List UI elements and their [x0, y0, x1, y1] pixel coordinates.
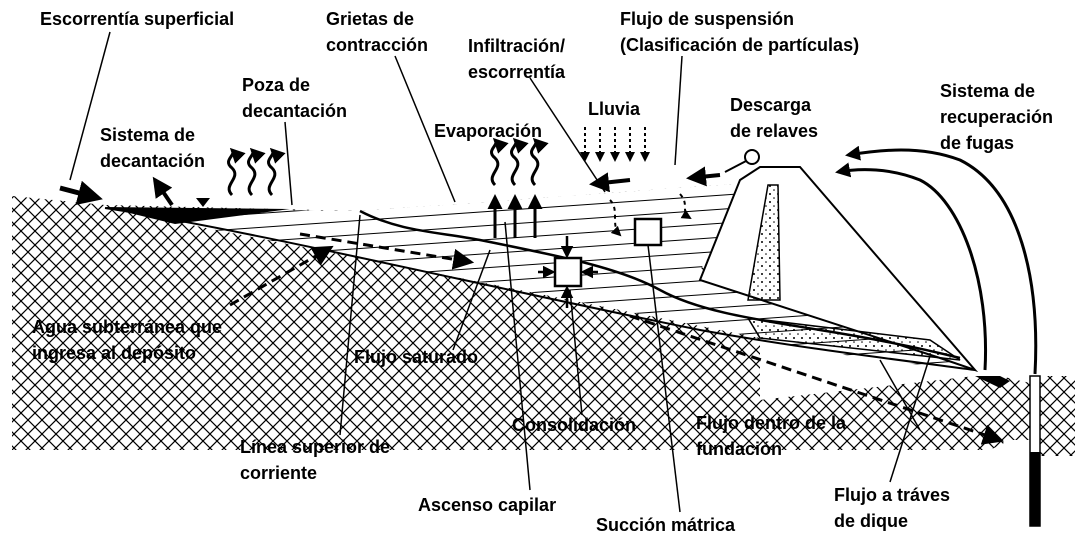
label-rain: Lluvia — [588, 99, 641, 119]
label-surface-runoff: Escorrentía superficial — [40, 9, 235, 29]
capillary-arrows — [487, 194, 543, 238]
rain-arrows — [580, 127, 650, 162]
recovery-arrow-inner — [835, 162, 988, 371]
decant-arrow — [152, 176, 174, 207]
label-infiltration: Infiltración/escorrentía — [468, 36, 566, 82]
evaporation-arrows — [227, 137, 549, 197]
phreatic-line — [359, 209, 961, 360]
dam-core — [747, 184, 781, 301]
consolidation-element — [538, 236, 598, 308]
label-consolidation: Consolidación — [512, 415, 637, 435]
label-matric-suction: Succión mátrica — [596, 515, 736, 535]
deposit-base-line — [104, 207, 976, 371]
saturated-flow-arrow — [299, 232, 475, 270]
groundwater-arrow — [229, 245, 334, 307]
label-evaporation: Evaporación — [434, 121, 543, 141]
dam-drain — [746, 317, 961, 361]
label-suspension-flow: Flujo de suspensión(Clasificación de par… — [620, 9, 860, 55]
infiltration-arrow-1 — [609, 199, 622, 237]
decant-pond — [105, 207, 290, 224]
surface-runoff-arrow — [59, 180, 103, 205]
foundation-soil — [12, 182, 1030, 450]
matric-suction-element — [633, 217, 663, 247]
recovery-arrow-outer — [845, 145, 1038, 375]
collection-sump — [975, 376, 1010, 388]
foundation-flow-arrow — [629, 314, 1004, 445]
discharge-outlet — [744, 149, 760, 165]
suspension-arrow-1 — [686, 166, 721, 187]
label-saturated-flow: Flujo saturado — [354, 347, 479, 367]
infiltration-arrow-2 — [679, 193, 692, 220]
label-capillary-rise: Ascenso capilar — [418, 495, 557, 515]
discharge-pipe — [724, 159, 749, 173]
leader-lines — [69, 31, 931, 513]
